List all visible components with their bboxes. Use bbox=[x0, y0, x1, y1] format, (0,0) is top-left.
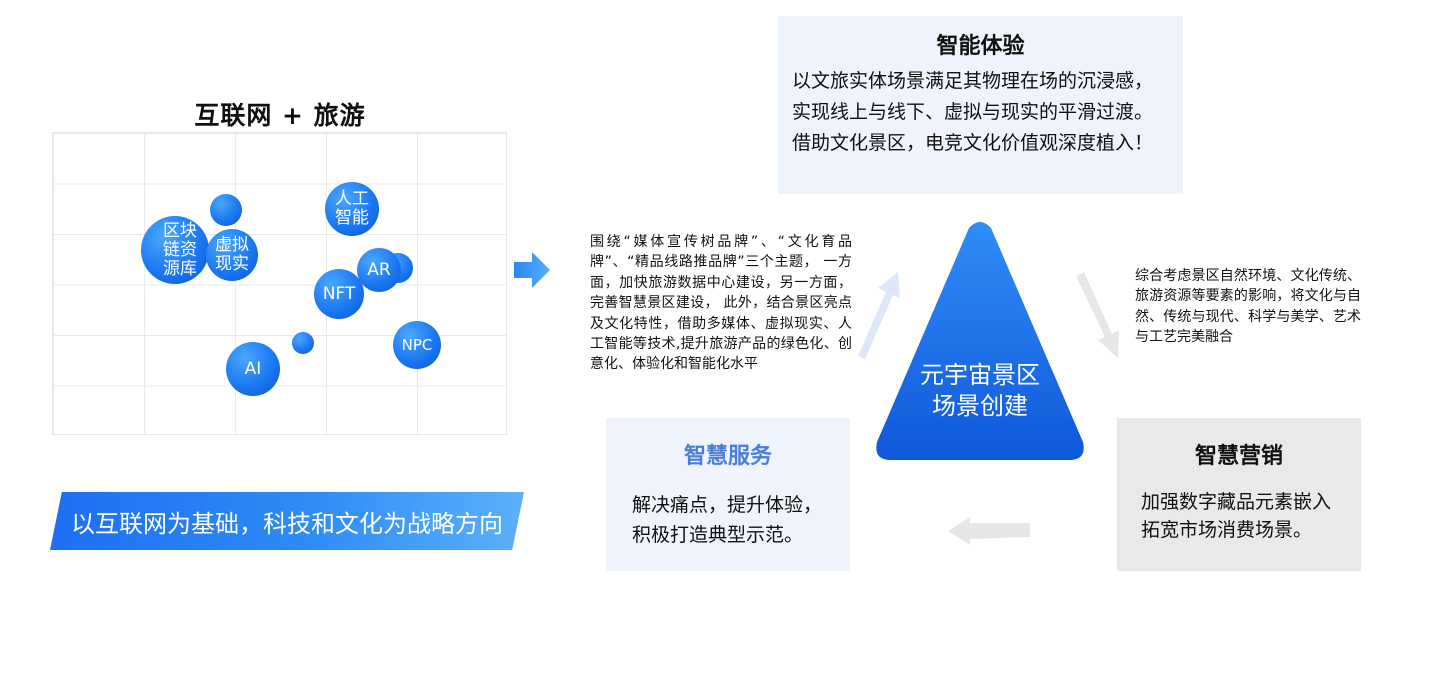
bubble-ai-label: AI bbox=[244, 358, 262, 379]
smart-service-title: 智慧服务 bbox=[683, 444, 772, 469]
smart-marketing-line: 加强数字藏品元素嵌入 bbox=[1141, 491, 1332, 513]
smart-experience-line: 实现线上与线下、虚拟与现实的平滑过渡。 bbox=[792, 101, 1154, 123]
bubble-blockchain-label: 区块链资源库 bbox=[163, 220, 197, 279]
bubble-ai: AI bbox=[226, 342, 280, 396]
bubble-blockchain: 区块链资源库 bbox=[141, 216, 209, 284]
smart-marketing-line: 拓宽市场消费场景。 bbox=[1141, 519, 1313, 541]
arrow-left-icon bbox=[948, 517, 1030, 545]
strategy-banner: 以互联网为基础，科技和文化为战略方向 bbox=[50, 492, 524, 550]
bubble-nft: NFT bbox=[314, 269, 364, 319]
strategy-description: 围绕“媒体宣传树品牌”、“文化育品牌”、“精品线路推品牌”三个主题， 一方面，加… bbox=[590, 234, 852, 373]
bubble-artificial-intelligence-label: 人工智能 bbox=[335, 189, 369, 228]
bubble-artificial-intelligence: 人工智能 bbox=[325, 182, 379, 236]
bubble-ar-label: AR bbox=[367, 259, 391, 280]
smart-marketing-body: 加强数字藏品元素嵌入 拓宽市场消费场景。 bbox=[1141, 488, 1361, 544]
bubble-npc: NPC bbox=[393, 321, 441, 369]
smart-service-line: 积极打造典型示范。 bbox=[632, 524, 804, 546]
left-title: 互联网 + 旅游 bbox=[194, 101, 366, 130]
bubble-virtual-reality: 虚拟现实 bbox=[206, 229, 258, 281]
smart-experience-title: 智能体验 bbox=[936, 34, 1025, 59]
smart-service-line: 解决痛点，提升体验， bbox=[632, 494, 823, 516]
arrow-down-right-icon bbox=[1076, 272, 1119, 358]
strategy-banner-text: 以互联网为基础，科技和文化为战略方向 bbox=[71, 509, 503, 538]
metaverse-center-label: 元宇宙景区 场景创建 bbox=[873, 360, 1087, 422]
bubble-small-mid bbox=[292, 332, 314, 354]
bubble-small-top bbox=[210, 194, 242, 226]
bubble-virtual-reality-label: 虚拟现实 bbox=[215, 235, 249, 274]
smart-marketing-box: 智慧营销 加强数字藏品元素嵌入 拓宽市场消费场景。 bbox=[1117, 418, 1361, 571]
smart-experience-box: 智能体验 以文旅实体场景满足其物理在场的沉浸感， 实现线上与线下、虚拟与现实的平… bbox=[778, 16, 1183, 194]
arrow-up-right-icon bbox=[858, 272, 900, 359]
bubble-nft-label: NFT bbox=[322, 283, 356, 304]
center-line-1: 元宇宙景区 bbox=[920, 361, 1040, 389]
smart-experience-line: 以文旅实体场景满足其物理在场的沉浸感， bbox=[792, 70, 1154, 92]
bubble-npc-label: NPC bbox=[401, 335, 433, 354]
metaverse-triangle bbox=[876, 222, 1084, 460]
smart-service-box: 智慧服务 解决痛点，提升体验， 积极打造典型示范。 bbox=[606, 418, 850, 571]
tech-bubble-grid: 区块链资源库 虚拟现实 人工智能 AR NFT NPC AI bbox=[52, 132, 507, 435]
smart-experience-line: 借助文化景区，电竞文化价值观深度植入！ bbox=[792, 132, 1154, 154]
smart-marketing-title: 智慧营销 bbox=[1194, 444, 1283, 469]
right-arrow-icon bbox=[514, 252, 550, 288]
center-line-2: 场景创建 bbox=[932, 392, 1028, 420]
smart-service-body: 解决痛点，提升体验， 积极打造典型示范。 bbox=[632, 490, 850, 550]
smart-experience-body: 以文旅实体场景满足其物理在场的沉浸感， 实现线上与线下、虚拟与现实的平滑过渡。 … bbox=[792, 66, 1183, 159]
bubble-ar: AR bbox=[357, 248, 401, 292]
integration-description: 综合考虑景区自然环境、文化传统、旅游资源等要素的影响，将文化与自然、传统与现代、… bbox=[1135, 268, 1361, 346]
